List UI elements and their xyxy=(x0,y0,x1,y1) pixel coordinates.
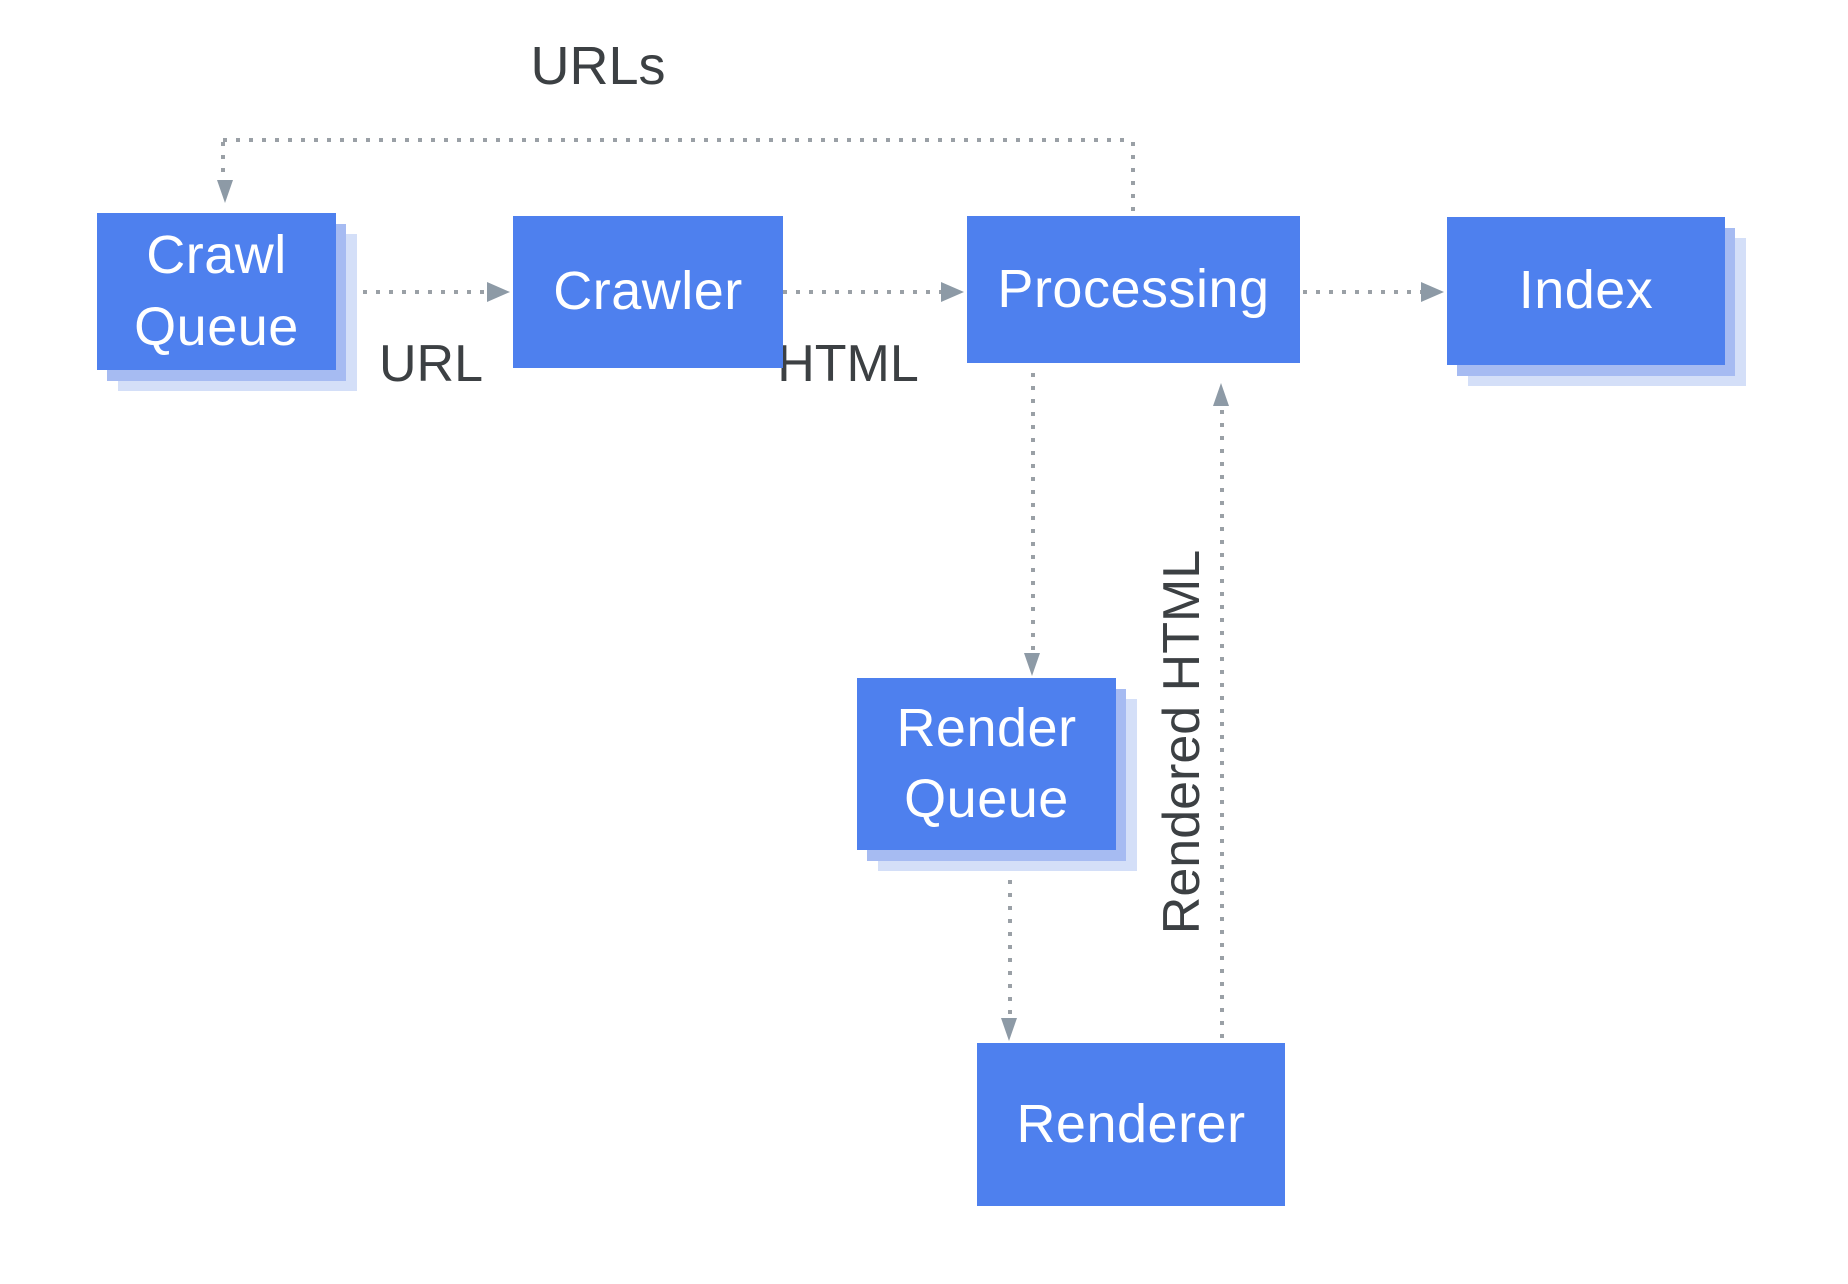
edge-html-line xyxy=(783,290,941,294)
edge-html-arrowhead-right-icon xyxy=(941,282,964,302)
edge-urls-vertical-line-to-crawl-queue xyxy=(221,142,225,180)
edge-render-queue-to-renderer-line xyxy=(1008,880,1012,1018)
edge-processing-to-render-queue-line xyxy=(1031,373,1035,653)
edge-url-arrowhead-right-icon xyxy=(487,282,510,302)
edge-urls-arrowhead-down-icon xyxy=(217,180,233,203)
edge-rendered-html-line xyxy=(1220,410,1224,1043)
edge-label-html: HTML xyxy=(777,335,919,393)
edge-label-rendered-html: Rendered HTML xyxy=(1153,549,1211,935)
edge-processing-to-index-arrowhead-right-icon xyxy=(1421,282,1444,302)
node-index: Index xyxy=(1447,217,1725,365)
node-crawl-queue: Crawl Queue xyxy=(97,213,336,370)
edge-processing-to-render-queue-arrowhead-down-icon xyxy=(1024,653,1040,676)
edge-rendered-html-arrowhead-up-icon xyxy=(1213,383,1229,406)
edge-label-urls: URLs xyxy=(530,36,666,96)
node-render-queue: Render Queue xyxy=(857,678,1116,850)
edge-urls-horizontal-line xyxy=(223,138,1133,142)
node-renderer: Renderer xyxy=(977,1043,1285,1206)
edge-label-url: URL xyxy=(378,335,484,393)
node-crawler: Crawler xyxy=(513,216,783,368)
edge-render-queue-to-renderer-arrowhead-down-icon xyxy=(1001,1018,1017,1041)
edge-urls-vertical-line-from-processing xyxy=(1131,142,1135,212)
edge-url-line xyxy=(363,290,487,294)
node-processing: Processing xyxy=(967,216,1300,363)
edge-processing-to-index-line xyxy=(1303,290,1421,294)
